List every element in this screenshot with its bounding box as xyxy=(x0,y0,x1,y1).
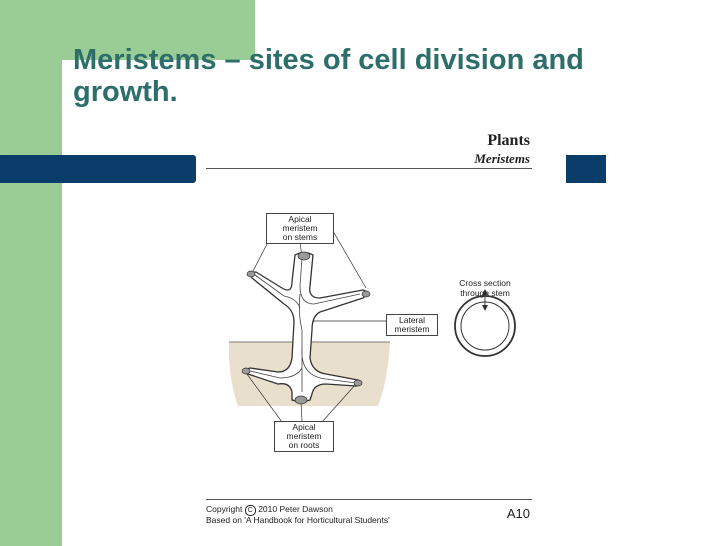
label-cross-line-1: Cross section xyxy=(459,278,511,288)
label-roots-line-1: Apical xyxy=(292,422,316,432)
figure-subheader: Meristems xyxy=(474,151,530,166)
cross-section-diagram xyxy=(454,289,516,357)
label-lateral-meristem: Lateral meristem xyxy=(386,314,438,336)
figure-top-rule xyxy=(206,168,532,169)
source-note: Based on 'A Handbook for Horticultural S… xyxy=(206,515,390,525)
plant-diagram xyxy=(228,218,516,423)
label-cross-line-2: through stem xyxy=(460,288,510,298)
slide-title: Meristems – sites of cell division and g… xyxy=(73,44,713,108)
copyright-line: Copyright C 2010 Peter Dawson xyxy=(206,504,333,516)
label-apical-meristem-stems: Apical meristem on stems xyxy=(266,213,334,244)
label-lateral-line-1: Lateral xyxy=(399,315,425,325)
figure-bottom-rule xyxy=(206,499,532,500)
copyright-prefix: Copyright xyxy=(206,504,243,514)
meristem-figure: Plants Meristems xyxy=(196,118,566,538)
label-cross-section: Cross section through stem xyxy=(448,278,522,298)
slide-title-line-2: growth. xyxy=(73,76,178,108)
label-stems-line-1: Apical xyxy=(288,214,312,224)
label-stems-line-3: on stems xyxy=(282,232,318,242)
figure-header: Plants xyxy=(487,132,530,149)
plant-vascular-line xyxy=(249,257,361,392)
decor-navy-bar-right xyxy=(566,155,606,183)
slide-title-line-1: Meristems – sites of cell division and xyxy=(73,44,584,76)
label-apical-meristem-roots: Apical meristem on roots xyxy=(274,421,334,452)
label-stems-line-2: meristem xyxy=(282,223,318,233)
decor-green-strip xyxy=(0,0,62,546)
label-roots-line-2: meristem xyxy=(286,431,322,441)
lateral-pointer xyxy=(307,320,386,329)
copyright-suffix: 2010 Peter Dawson xyxy=(258,504,333,514)
label-roots-line-3: on roots xyxy=(288,440,320,450)
label-lateral-line-2: meristem xyxy=(394,324,430,334)
meristem-tips xyxy=(241,251,371,405)
decor-navy-bar-left xyxy=(0,155,196,183)
plant-outline xyxy=(245,251,368,403)
page-code: A10 xyxy=(506,506,530,521)
